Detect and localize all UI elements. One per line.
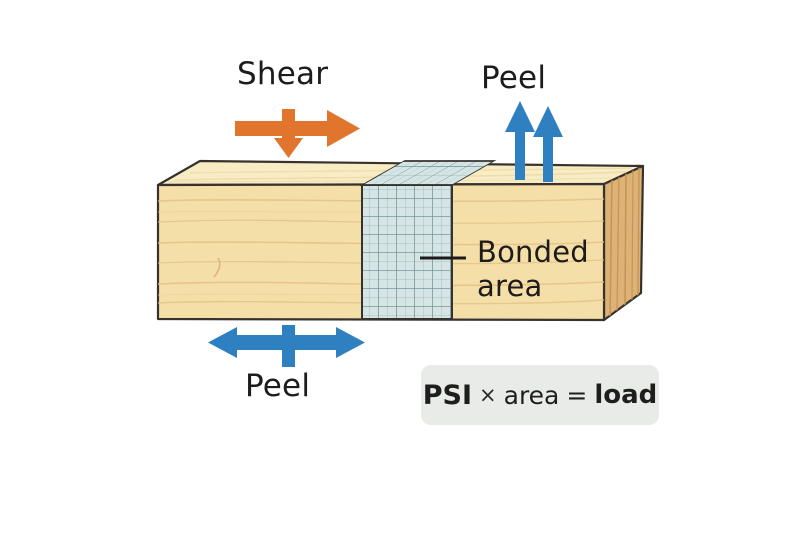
wood-block-illustration [156,159,645,322]
peel-up-arrows-icon [505,101,563,182]
formula-load: load [594,380,658,410]
peel-top-label: Peel [481,60,547,96]
bonded-area-label-line1: Bonded [477,235,589,269]
formula-badge: PSI × area = load [421,365,659,425]
shear-label: Shear [237,56,329,92]
shear-arrow-icon [235,109,360,158]
formula-times: × [479,383,497,407]
bonded-area-label-line2: area [477,269,543,303]
wood-side-grain [609,166,640,319]
formula-equals: = [566,380,588,410]
peel-bottom-label: Peel [245,368,311,404]
formula-area: area [503,380,560,410]
peel-double-arrow-icon [208,325,365,367]
formula-psi: PSI [422,379,473,411]
bonded-area-label: Bonded area [477,235,589,303]
bonded-area-grid [359,160,497,320]
